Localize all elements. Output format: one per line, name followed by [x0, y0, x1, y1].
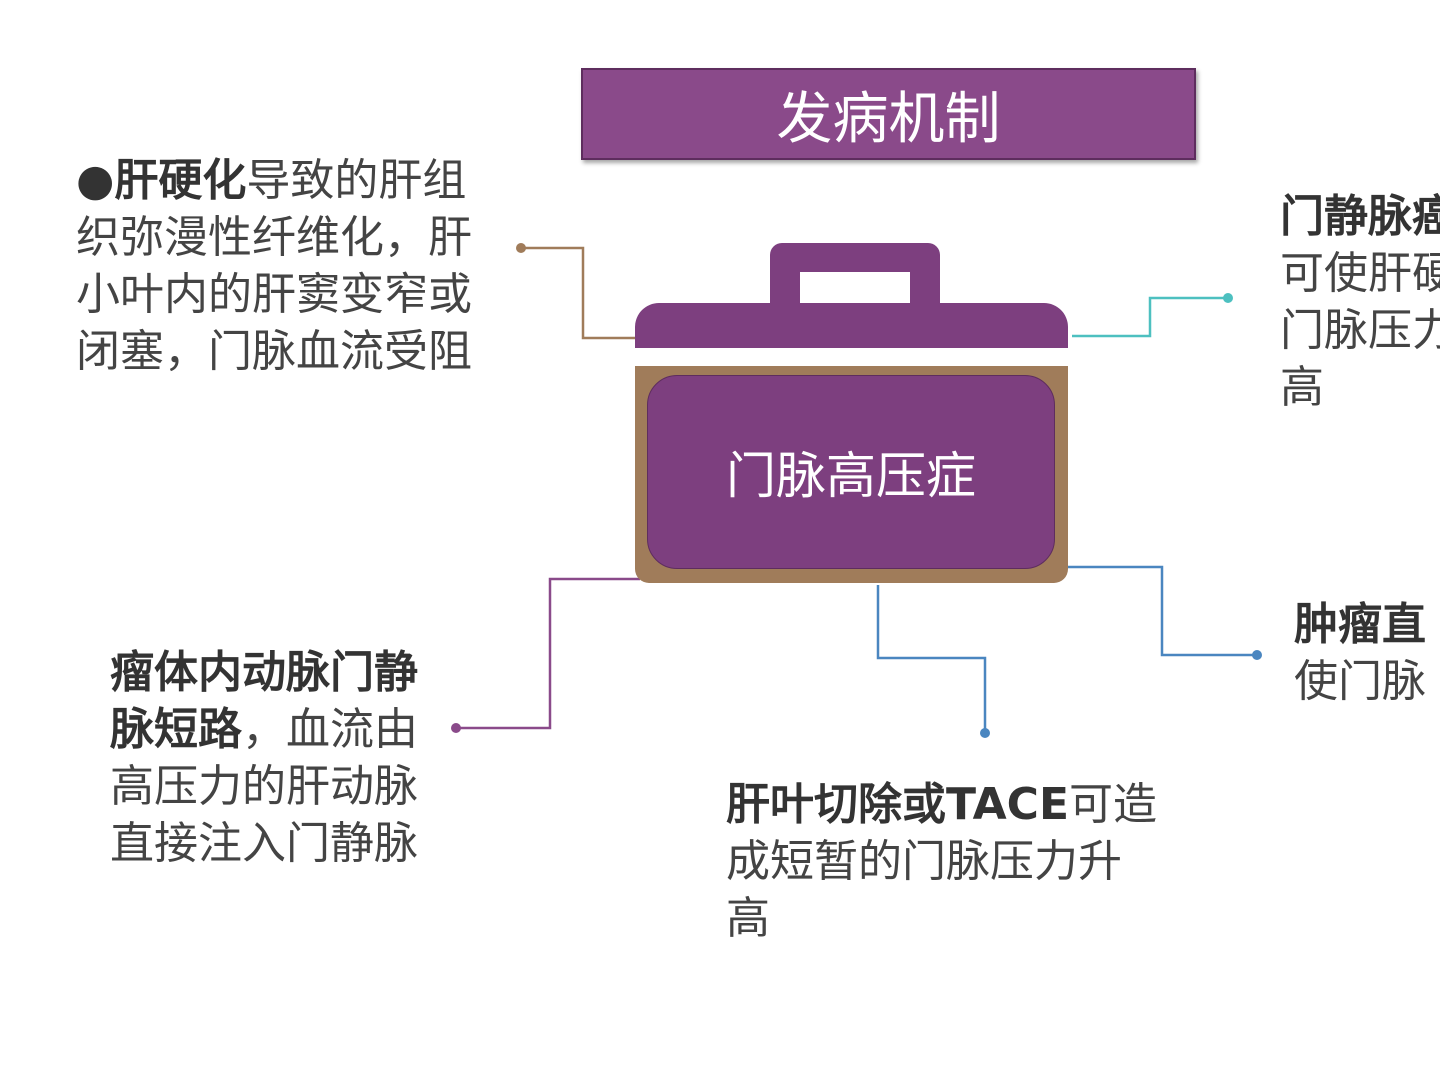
briefcase-lid [635, 303, 1068, 348]
text-resection: 肝叶切除或TACE可造 成短暂的门脉压力升 高 [726, 779, 1157, 944]
connector-tumor [1068, 565, 1257, 657]
dot-thrombus [1223, 293, 1233, 303]
connector-resection [876, 585, 987, 733]
center-label: 门脉高压症 [647, 375, 1055, 569]
text-tumor: 肿瘤直 使门脉 [1294, 599, 1426, 707]
dot-resection [980, 728, 990, 738]
dot-tumor [1252, 650, 1262, 660]
text-shunt: 瘤体内动脉门静 脉短路，血流由 高压力的肝动脉 直接注入门静脉 [110, 647, 418, 869]
text-cirrhosis: ●肝硬化导致的肝组 织弥漫性纤维化，肝 小叶内的肝窦变窄或 闭塞，门脉血流受阻 [76, 155, 472, 377]
title-banner: 发病机制 [581, 68, 1196, 160]
connector-thrombus [1072, 296, 1228, 338]
connector-cirrhosis [521, 246, 648, 340]
connector-shunt [456, 577, 640, 730]
dot-shunt [451, 723, 461, 733]
dot-cirrhosis [516, 243, 526, 253]
text-thrombus: 门静脉癌 可使肝硬 门脉压力 高 [1280, 191, 1440, 413]
